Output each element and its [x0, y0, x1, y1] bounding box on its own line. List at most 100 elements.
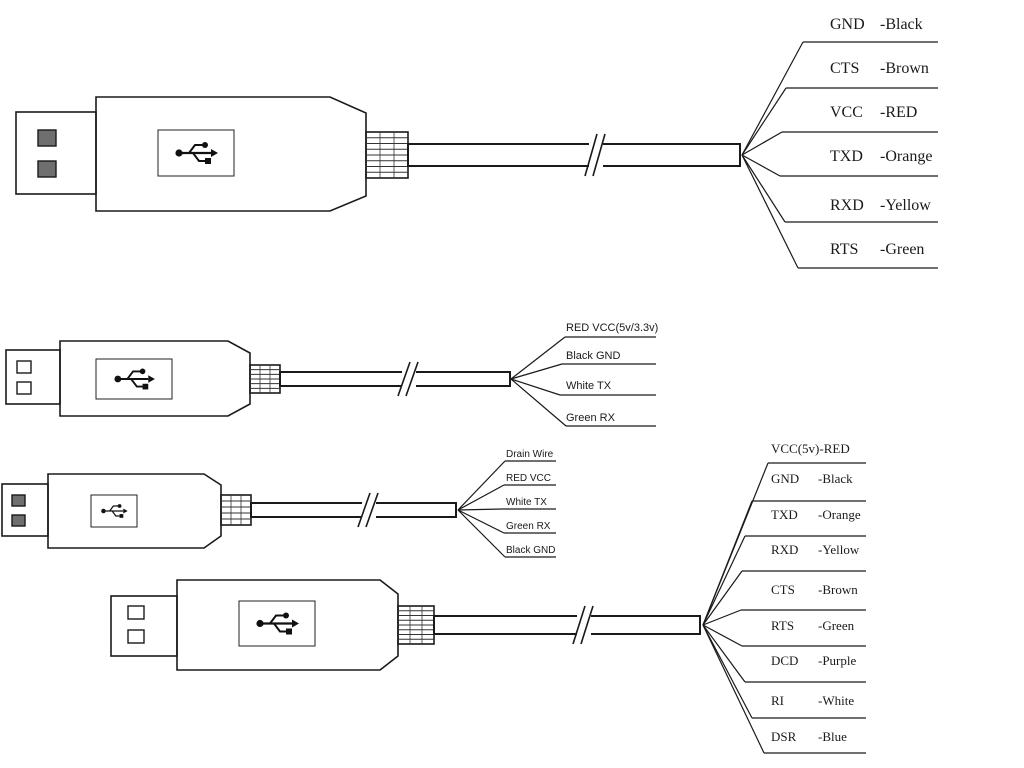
wire-4: [741, 154, 938, 177]
cable-break-icon: [572, 605, 594, 645]
wire-signal-label: CTS: [771, 582, 795, 597]
usb-trident-icon: [114, 368, 155, 390]
wire-signal-label: RXD: [771, 542, 798, 557]
cable-1: [15, 41, 938, 269]
wire-2: [702, 500, 866, 626]
connector-body: [176, 579, 399, 671]
wire-signal-label: CTS: [830, 60, 859, 77]
cable-3: [1, 460, 556, 558]
wire-2: [741, 87, 938, 156]
wire-color-label: -Green: [818, 618, 855, 633]
usb-plug: [110, 595, 178, 657]
usb-logo-box: [238, 600, 316, 647]
wire-signal-label: RTS: [771, 618, 794, 633]
usb-logo-box: [95, 358, 173, 400]
usb-logo-box: [90, 494, 138, 528]
connector-body: [95, 96, 367, 212]
wire-7: [702, 624, 866, 683]
wire-4: [510, 378, 656, 427]
wire-label: Green RX: [566, 412, 616, 424]
wire-3: [741, 131, 938, 156]
cable-jacket: [279, 371, 511, 387]
wire-color-label: -Black: [880, 16, 923, 33]
wire-2: [510, 363, 656, 380]
cable-break-icon: [397, 361, 419, 397]
cable-jacket: [407, 143, 741, 167]
wire-color-label: -Brown: [880, 60, 929, 77]
wire-signal-label: TXD: [771, 507, 798, 522]
wire-label: Black GND: [506, 545, 555, 556]
usb-pin-1: [16, 360, 32, 374]
usb-pin-1: [11, 494, 26, 507]
wire-color-label: -Brown: [818, 582, 858, 597]
wire-label: White TX: [566, 380, 612, 392]
cable-jacket: [250, 502, 457, 518]
cable-break-icon: [584, 133, 606, 177]
usb-plug: [1, 483, 49, 537]
wire-8: [702, 624, 866, 719]
cable-4: [110, 462, 866, 754]
wire-4: [457, 509, 556, 534]
usb-pin-2: [37, 160, 57, 178]
wire-5: [741, 154, 938, 223]
wire-color-label: -White: [818, 693, 854, 708]
wire-signal-label: GND: [771, 471, 799, 486]
usb-trident-icon: [256, 612, 299, 635]
wire-signal-label: DSR: [771, 729, 797, 744]
labels-layer: GND-BlackCTS-BrownVCC-REDTXD-OrangeRXD-Y…: [506, 16, 932, 744]
connector-body: [59, 340, 251, 417]
cable-2: [5, 336, 656, 427]
wire-label: Green RX: [506, 521, 551, 532]
wire-4: [702, 570, 866, 626]
usb-trident-icon: [101, 504, 128, 518]
usb-logo-box: [157, 129, 235, 177]
usb-trident-icon: [175, 142, 218, 164]
cables-layer: [1, 41, 938, 754]
wire-color-label: -RED: [880, 104, 917, 121]
usb-pin-2: [16, 381, 32, 395]
cable-break-icon: [357, 492, 379, 528]
wire-6: [741, 154, 938, 269]
usb-plug: [15, 111, 97, 195]
wire-label: Black GND: [566, 350, 620, 362]
usb-pin-2: [127, 629, 145, 644]
wire-color-label: -Yellow: [818, 542, 860, 557]
wire-signal-label: GND: [830, 16, 865, 33]
usb-pin-1: [37, 129, 57, 147]
cable-jacket: [433, 615, 701, 635]
wire-color-label: -Orange: [818, 507, 861, 522]
wire-signal-label: VCC: [830, 104, 863, 121]
wire-label: RED VCC: [506, 473, 551, 484]
wire-3: [457, 508, 556, 511]
wire-color-label: -Purple: [818, 653, 857, 668]
wire-3: [702, 535, 866, 626]
wire-label: RED VCC(5v/3.3v): [566, 322, 658, 334]
wire-color-label: -Blue: [818, 729, 847, 744]
usb-pin-1: [127, 605, 145, 620]
wire-signal-label: DCD: [771, 653, 798, 668]
strain-relief: [220, 494, 252, 526]
wire-signal-label: RXD: [830, 197, 864, 214]
wire-color-label: -Green: [880, 241, 924, 258]
wire-color-label: -Yellow: [880, 197, 931, 214]
wire-label: Drain Wire: [506, 449, 554, 460]
wire-6: [702, 624, 866, 647]
wire-5: [702, 609, 866, 626]
wire-signal-label: RI: [771, 693, 784, 708]
wire-label: White TX: [506, 497, 547, 508]
wire-1: [741, 41, 938, 156]
wire-color-label: -Orange: [880, 148, 932, 165]
wire-2: [457, 484, 556, 511]
wire-3: [510, 378, 656, 396]
connector-body: [47, 473, 222, 549]
wire-signal-label: TXD: [830, 148, 863, 165]
wire-5: [457, 509, 556, 558]
wire-label: VCC(5v)-RED: [771, 441, 850, 456]
wire-1: [457, 460, 556, 511]
usb-pin-2: [11, 514, 26, 527]
usb-plug: [5, 349, 61, 405]
wire-9: [702, 624, 866, 754]
wire-1: [510, 336, 656, 380]
wire-signal-label: RTS: [830, 241, 858, 258]
